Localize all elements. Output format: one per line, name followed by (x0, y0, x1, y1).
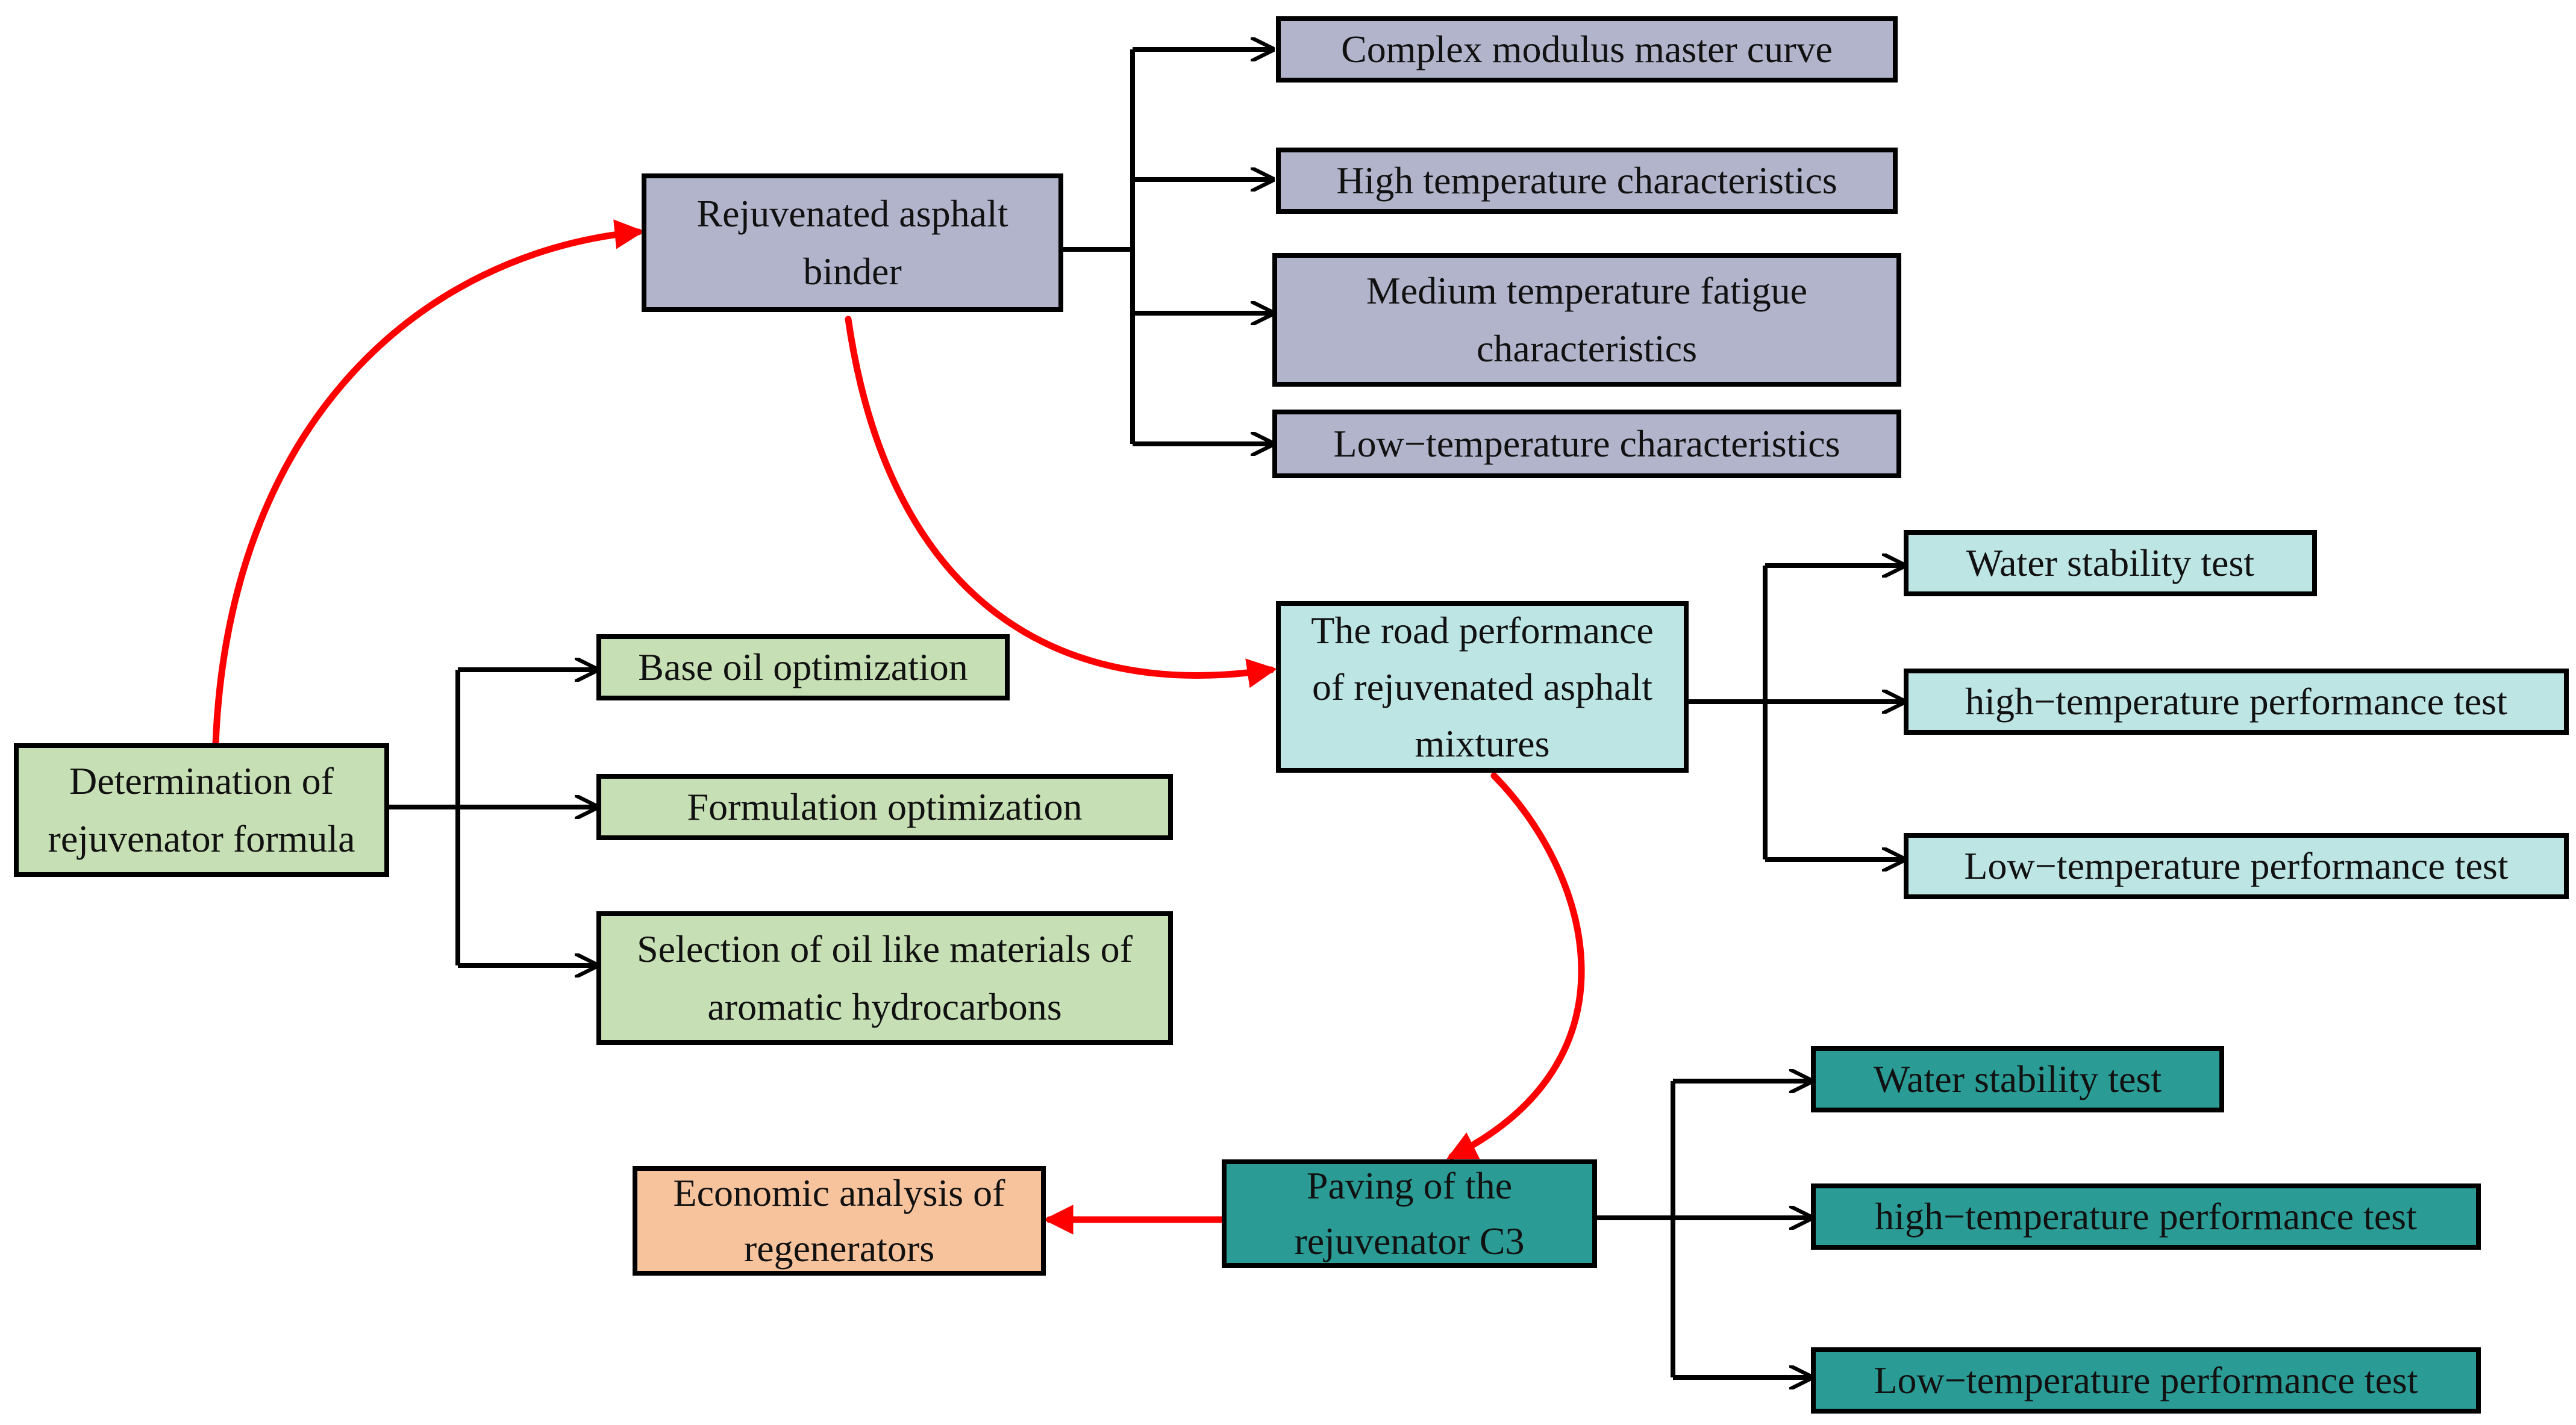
flow-arrow-formula-to-binder (212, 219, 645, 747)
node-economic-analysis: Economic analysis of regenerators (633, 1166, 1046, 1276)
node-high-temperature: High temperature characteristics (1276, 148, 1898, 214)
flow-arrow-binder-to-road (845, 316, 1277, 688)
node-mixture-water-stability: Water stability test (1904, 530, 2317, 596)
node-road-performance: The road performance of rejuvenated asph… (1276, 601, 1689, 773)
node-medium-temperature-fatigue: Medium temperature fatigue characteristi… (1272, 253, 1901, 387)
node-paving-water-stability: Water stability test (1811, 1046, 2224, 1112)
node-mixture-high-temperature-test: high−temperature performance test (1904, 669, 2569, 735)
node-complex-modulus: Complex modulus master curve (1276, 16, 1898, 83)
node-mixture-low-temperature-test: Low−temperature performance test (1904, 833, 2569, 899)
node-rejuvenator-formula: Determination of rejuvenator formula (14, 743, 389, 877)
node-formulation-optimization: Formulation optimization (596, 774, 1173, 840)
paving-branch-connector (1597, 1081, 1811, 1377)
node-base-oil-optimization: Base oil optimization (596, 634, 1010, 700)
formula-branch-connector (389, 670, 596, 965)
node-paving-high-temperature-test: high−temperature performance test (1811, 1183, 2481, 1250)
binder-branch-connector (1063, 49, 1272, 444)
node-paving-low-temperature-test: Low−temperature performance test (1811, 1347, 2481, 1414)
node-paving-c3: Paving of the rejuvenator C3 (1222, 1159, 1597, 1268)
node-rejuvenated-binder: Rejuvenated asphalt binder (642, 173, 1063, 312)
mixture-branch-connector (1689, 566, 1904, 859)
node-low-temperature: Low−temperature characteristics (1272, 410, 1901, 478)
flow-arrow-road-to-paving (1446, 772, 1585, 1160)
node-aromatic-selection: Selection of oil like materials of aroma… (596, 911, 1173, 1045)
